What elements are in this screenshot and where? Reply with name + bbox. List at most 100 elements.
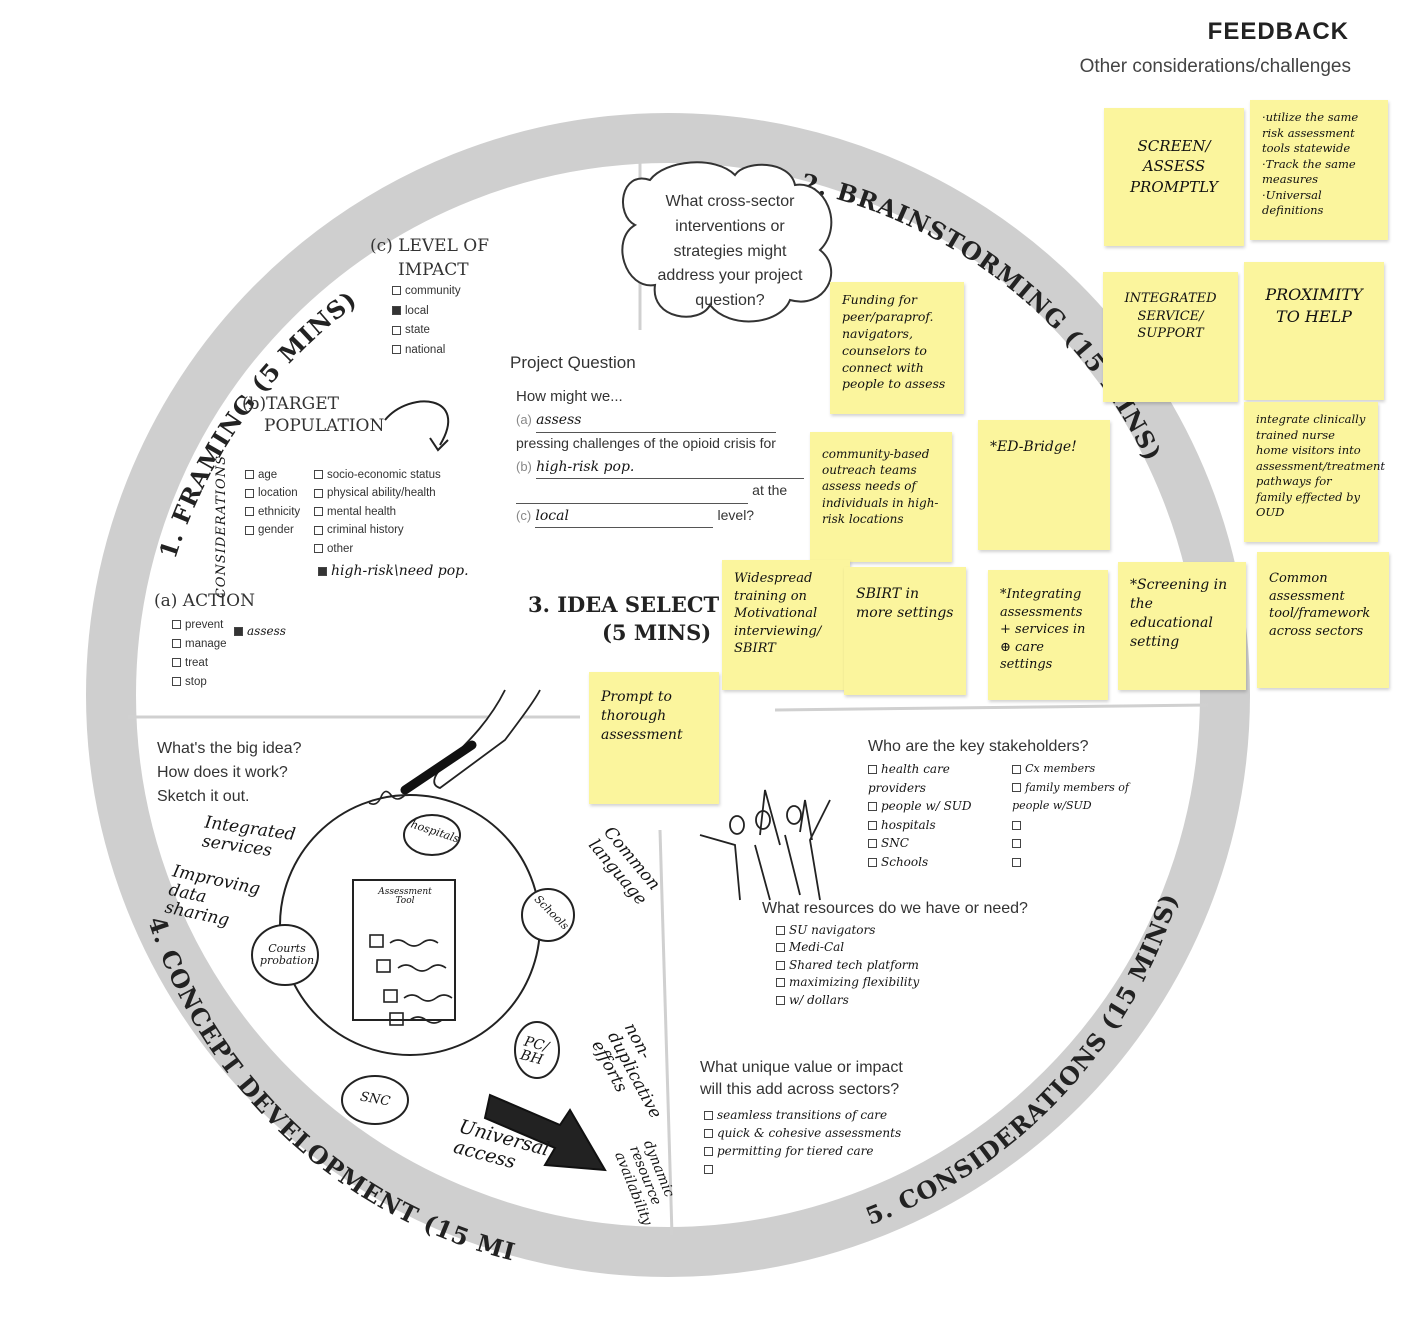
pen-drawing: [400, 740, 477, 795]
timeline-ring: [86, 113, 1250, 1277]
sticky-brainstorm-outreach[interactable]: community-based outreach teams assess ne…: [810, 432, 952, 562]
stakeholder-item[interactable]: family members of people w/SUD: [1012, 780, 1129, 813]
pq-line-a: (a) assess: [516, 408, 810, 433]
stakeholder-item[interactable]: [1012, 835, 1148, 854]
resource-item[interactable]: w/ dollars: [776, 992, 1062, 1009]
level-option[interactable]: community: [392, 282, 461, 302]
level-options: community local state national: [392, 282, 461, 360]
sticky-brainstorm-training[interactable]: Widespread training on Motivational inte…: [722, 560, 850, 690]
resources-panel: What resources do we have or need? SU na…: [762, 900, 1062, 1009]
project-question: Project Question How might we... (a) ass…: [510, 353, 810, 529]
considerations-right: socio-economic status physical ability/h…: [314, 466, 441, 558]
sticky-brainstorm-funding[interactable]: Funding for peer/paraprof. navigators, c…: [830, 282, 964, 414]
pq-action-field[interactable]: assess: [536, 410, 777, 433]
sticky-feedback-nurse[interactable]: integrate clinically trained nurse home …: [1244, 402, 1385, 542]
idea-select-label: 3. IDEA SELECT: [528, 592, 720, 617]
stakeholders-right: Cx members family members of people w/SU…: [1012, 760, 1148, 872]
idea-select-time: (5 MINS): [602, 620, 712, 645]
pq-level-field[interactable]: local: [535, 506, 714, 529]
cloud-shape: [621, 161, 833, 323]
pq-line-b: (b) high-risk pop.: [516, 455, 810, 480]
stakeholder-item[interactable]: [1012, 853, 1148, 872]
consideration-option[interactable]: criminal history: [314, 521, 441, 539]
resource-item[interactable]: Shared tech platform: [776, 957, 1062, 974]
target-handwritten: high-risk\need pop.: [318, 563, 478, 579]
stakeholder-item[interactable]: SNC: [868, 834, 994, 853]
consideration-option[interactable]: other: [314, 540, 441, 558]
value-title: What unique value or impact: [700, 1059, 903, 1076]
sticky-brainstorm-sbirt[interactable]: SBIRT in more settings: [844, 567, 966, 695]
stakeholder-item[interactable]: hospitals: [868, 816, 994, 835]
concept-q2: How does it work?: [157, 764, 288, 781]
resource-item[interactable]: maximizing flexibility: [776, 974, 1062, 991]
stakeholder-item[interactable]: Cx members: [1012, 760, 1148, 779]
action-option[interactable]: treat: [172, 654, 227, 673]
resources-title: What resources do we have or need?: [762, 900, 1028, 917]
feedback-subtitle: Other considerations/challenges: [1079, 56, 1351, 77]
stakeholder-item[interactable]: health care providers: [868, 762, 950, 795]
level-option[interactable]: local: [392, 302, 461, 322]
stakeholders-left: health care providers people w/ SUD hosp…: [868, 760, 994, 872]
divider-bottom: [658, 829, 674, 1236]
resource-item[interactable]: Medi-Cal: [776, 939, 1062, 956]
sticky-feedback-screen[interactable]: SCREEN/ ASSESS PROMPTLY: [1104, 108, 1244, 246]
feedback-title: FEEDBACK: [1207, 18, 1349, 45]
resources-list: SU navigators Medi-Cal Shared tech platf…: [776, 922, 1062, 1009]
considerations-left: age location ethnicity gender: [245, 466, 300, 540]
sticky-feedback-proximity[interactable]: PROXIMITY TO HELP: [1244, 262, 1384, 400]
target-title: (b)TARGET: [242, 394, 339, 414]
consideration-option[interactable]: socio-economic status: [314, 466, 441, 484]
node-courts: Courts probation: [259, 942, 315, 968]
value-item[interactable]: permitting for tiered care: [704, 1142, 960, 1160]
sticky-feedback-integrated[interactable]: INTEGRATED SERVICE/ SUPPORT: [1103, 272, 1238, 402]
value-title-2: will this add across sectors?: [700, 1081, 900, 1099]
stakeholders-panel: Who are the key stakeholders? health car…: [868, 738, 1148, 872]
sticky-feedback-tools[interactable]: ·utilize the same risk assessment tools …: [1250, 100, 1388, 240]
value-item[interactable]: quick & cohesive assessments: [704, 1124, 960, 1142]
hand-drawing: [433, 689, 541, 789]
consideration-option[interactable]: age: [245, 466, 300, 484]
value-list: seamless transitions of care quick & coh…: [704, 1106, 960, 1178]
stakeholders-title: Who are the key stakeholders?: [868, 738, 1089, 755]
stakeholder-item[interactable]: people w/ SUD: [868, 797, 994, 816]
consideration-option[interactable]: mental health: [314, 503, 441, 521]
cloud-text: What cross-sector interventions or strat…: [657, 193, 803, 310]
sketch-tool-label: Assessment Tool: [378, 887, 432, 906]
stakeholder-figures: [699, 789, 831, 901]
resource-item[interactable]: SU navigators: [776, 922, 1062, 939]
action-option[interactable]: prevent: [172, 616, 227, 635]
value-item[interactable]: seamless transitions of care: [704, 1106, 960, 1124]
stakeholder-item[interactable]: Schools: [868, 853, 994, 872]
action-option[interactable]: manage: [172, 635, 227, 654]
stakeholder-item[interactable]: [1012, 816, 1148, 835]
action-title: (a) ACTION: [154, 591, 255, 611]
concept-q1: What's the big idea?: [157, 740, 302, 757]
sticky-brainstorm-ed-bridge[interactable]: *ED-Bridge!: [978, 420, 1110, 550]
action-option[interactable]: stop: [172, 673, 227, 692]
level-option[interactable]: national: [392, 341, 461, 361]
value-item[interactable]: [704, 1160, 960, 1178]
sticky-selected-idea[interactable]: Prompt to thorough assessment: [589, 672, 719, 804]
pq-line-c: (c) local level?: [516, 504, 810, 529]
consideration-option[interactable]: location: [245, 484, 300, 502]
action-handwritten: assess: [234, 624, 286, 638]
pq-population-field[interactable]: high-risk pop.: [536, 457, 805, 480]
pq-line-2: pressing challenges of the opioid crisis…: [516, 434, 776, 451]
consideration-option[interactable]: ethnicity: [245, 503, 300, 521]
sticky-feedback-common[interactable]: Common assessment tool/framework across …: [1257, 552, 1389, 688]
consideration-option[interactable]: gender: [245, 521, 300, 539]
sticky-brainstorm-integrating[interactable]: *Integrating assessments + services in ⊕…: [988, 570, 1108, 700]
considerations-label: CONSIDERATIONS: [214, 455, 229, 599]
value-panel: What unique value or impact will this ad…: [700, 1057, 960, 1178]
sketch-arrow: [483, 1093, 607, 1172]
level-option[interactable]: state: [392, 321, 461, 341]
sticky-brainstorm-screening[interactable]: *Screening in the educational setting: [1118, 562, 1246, 690]
pq-line-1: How might we...: [516, 388, 623, 405]
level-title: (c) LEVEL OF: [370, 236, 489, 256]
consideration-option[interactable]: physical ability/health: [314, 484, 441, 502]
level-title-2: IMPACT: [398, 260, 469, 280]
curved-arrow-icon: [384, 400, 449, 452]
concept-q3: Sketch it out.: [157, 788, 250, 805]
target-title-2: POPULATION: [264, 416, 385, 436]
action-options: prevent manage treat stop: [172, 616, 227, 692]
